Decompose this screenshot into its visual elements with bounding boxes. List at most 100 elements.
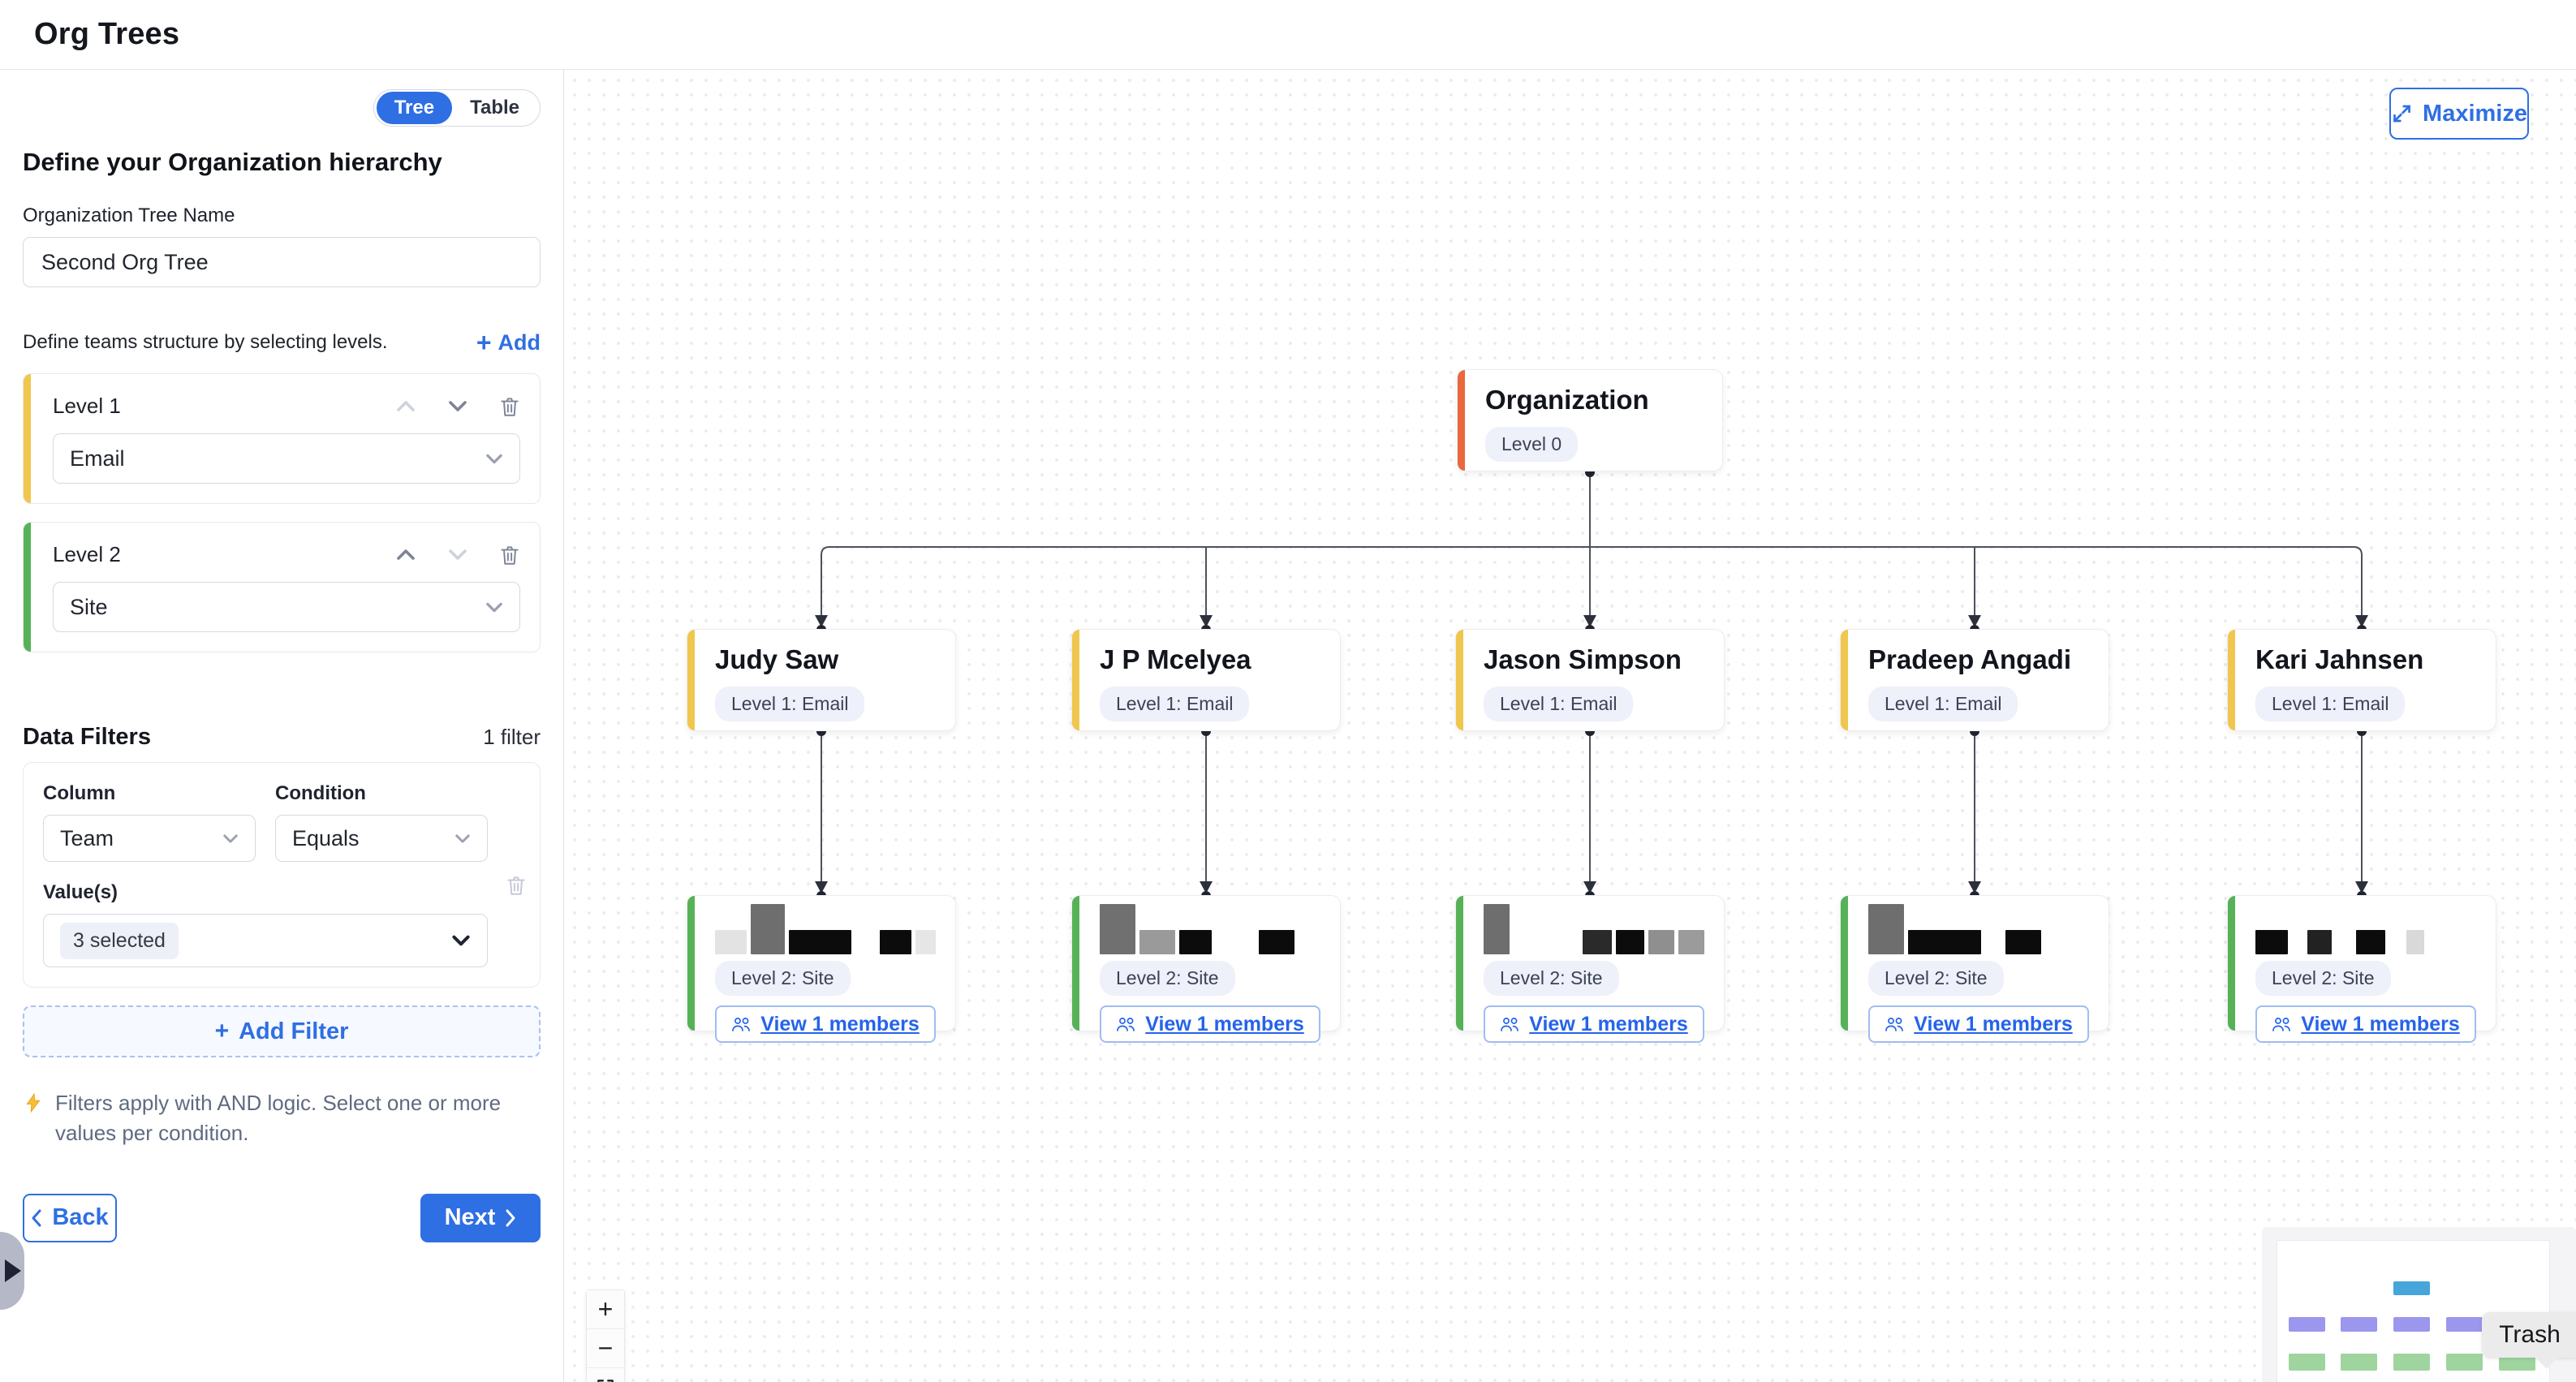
plus-icon: + [476, 328, 492, 357]
org-node-level2[interactable]: Level 2: Site View 1 members [687, 895, 956, 1043]
level-card-1: Level 1 Email [23, 373, 541, 504]
view-members-label: View 1 members [760, 1012, 920, 1035]
people-icon [1500, 1016, 1521, 1032]
chevron-left-icon [31, 1209, 42, 1227]
column-label: Column [43, 782, 116, 804]
node-level-badge: Level 1: Email [715, 687, 865, 721]
org-node-root[interactable]: Organization Level 0 [1457, 369, 1723, 471]
zoom-controls: + − [586, 1289, 625, 1382]
trash-tooltip: Trash [2482, 1312, 2576, 1358]
tree-name-input[interactable] [23, 237, 541, 287]
node-accent [2228, 630, 2235, 730]
org-node-level2[interactable]: Level 2: Site View 1 members [1455, 895, 1725, 1043]
sidebar-heading: Define your Organization hierarchy [23, 148, 442, 176]
level-2-select[interactable]: Site [53, 582, 520, 632]
levels-description: Define teams structure by selecting leve… [23, 331, 388, 353]
level-1-select[interactable]: Email [53, 433, 520, 484]
minimap-node [2446, 1317, 2483, 1332]
chevron-down-icon [454, 832, 471, 846]
move-up-icon[interactable] [395, 545, 416, 566]
minimap-node [2393, 1354, 2430, 1371]
people-icon [2272, 1016, 2293, 1032]
redacted-name [1484, 904, 1704, 954]
redacted-name [2255, 907, 2476, 954]
node-level-badge: Level 1: Email [1100, 687, 1250, 721]
delete-filter-icon[interactable] [506, 875, 527, 896]
node-title: Kari Jahnsen [2255, 644, 2424, 674]
minimap[interactable] [2262, 1227, 2576, 1382]
node-level-badge: Level 1: Email [1868, 687, 2018, 721]
org-node-level1[interactable]: Pradeep Angadi Level 1: Email [1840, 629, 2109, 731]
lightning-icon [23, 1091, 44, 1114]
view-members-button[interactable]: View 1 members [715, 1005, 936, 1043]
chevron-down-icon [451, 932, 471, 949]
delete-level-icon[interactable] [499, 396, 520, 417]
delete-level-icon[interactable] [499, 545, 520, 566]
app-header: Org Trees [0, 0, 2576, 70]
node-accent [1841, 896, 1848, 1031]
chevron-down-icon [485, 600, 503, 615]
move-down-icon[interactable] [447, 545, 468, 566]
values-select[interactable]: 3 selected [43, 914, 488, 967]
next-button[interactable]: Next [420, 1193, 541, 1242]
fit-view-button[interactable] [587, 1368, 624, 1382]
org-node-level2[interactable]: Level 2: Site View 1 members [2227, 895, 2496, 1043]
toggle-tree[interactable]: Tree [376, 92, 453, 124]
node-level-badge: Level 1: Email [2255, 687, 2406, 721]
condition-select[interactable]: Equals [275, 815, 488, 862]
node-level-badge: Level 2: Site [1484, 961, 1619, 996]
minimap-node [2341, 1317, 2377, 1332]
node-level-badge: Level 2: Site [2255, 961, 2391, 996]
hierarchy-sidebar: Tree Table Define your Organization hier… [0, 70, 564, 1382]
page-title: Org Trees [34, 17, 180, 51]
plus-icon: + [214, 1018, 230, 1044]
minimap-node [2289, 1354, 2325, 1371]
node-level-badge: Level 1: Email [1484, 687, 1634, 721]
toggle-table[interactable]: Table [470, 97, 519, 118]
node-level-badge: Level 2: Site [1868, 961, 2004, 996]
redacted-name [1868, 904, 2089, 954]
condition-label: Condition [275, 782, 366, 804]
level-1-accent [24, 374, 31, 503]
zoom-in-button[interactable]: + [587, 1290, 624, 1329]
node-level-badge: Level 2: Site [1100, 961, 1235, 996]
org-node-level1[interactable]: Judy Saw Level 1: Email [687, 629, 956, 731]
add-filter-button[interactable]: + Add Filter [23, 1005, 541, 1057]
node-accent [687, 630, 695, 730]
org-node-level1[interactable]: Jason Simpson Level 1: Email [1455, 629, 1725, 731]
chevron-down-icon [222, 832, 239, 846]
org-node-level2[interactable]: Level 2: Site View 1 members [1840, 895, 2109, 1043]
org-node-level2[interactable]: Level 2: Site View 1 members [1071, 895, 1341, 1043]
values-label: Value(s) [43, 881, 118, 903]
move-down-icon[interactable] [447, 396, 468, 417]
add-filter-label: Add Filter [239, 1018, 349, 1044]
view-members-button[interactable]: View 1 members [2255, 1005, 2476, 1043]
redacted-name [1100, 904, 1320, 954]
back-button[interactable]: Back [23, 1193, 117, 1242]
view-mode-toggle: Tree Table [373, 89, 541, 127]
minimap-node [2499, 1354, 2535, 1371]
node-accent [687, 896, 695, 1031]
add-level-button[interactable]: + Add [476, 329, 541, 355]
column-value: Team [60, 825, 114, 850]
zoom-out-button[interactable]: − [587, 1329, 624, 1368]
people-icon [731, 1016, 752, 1032]
view-members-button[interactable]: View 1 members [1868, 1005, 2089, 1043]
filters-note: Filters apply with AND logic. Select one… [23, 1088, 541, 1148]
level-1-value: Email [70, 446, 125, 471]
view-members-button[interactable]: View 1 members [1484, 1005, 1704, 1043]
org-node-level1[interactable]: Kari Jahnsen Level 1: Email [2227, 629, 2496, 731]
node-title: Judy Saw [715, 644, 839, 674]
org-node-level1[interactable]: J P Mcelyea Level 1: Email [1071, 629, 1341, 731]
data-filters-title: Data Filters [23, 724, 151, 750]
redacted-name [715, 904, 937, 954]
chevron-right-icon [505, 1209, 516, 1227]
column-select[interactable]: Team [43, 815, 256, 862]
sidebar-collapse-handle[interactable] [0, 1232, 24, 1310]
minimap-node [2393, 1281, 2430, 1295]
org-tree-canvas[interactable]: Maximize [564, 70, 2576, 1382]
move-up-icon[interactable] [395, 396, 416, 417]
maximize-button[interactable]: Maximize [2389, 88, 2529, 140]
level-1-label: Level 1 [53, 394, 121, 418]
view-members-button[interactable]: View 1 members [1100, 1005, 1320, 1043]
